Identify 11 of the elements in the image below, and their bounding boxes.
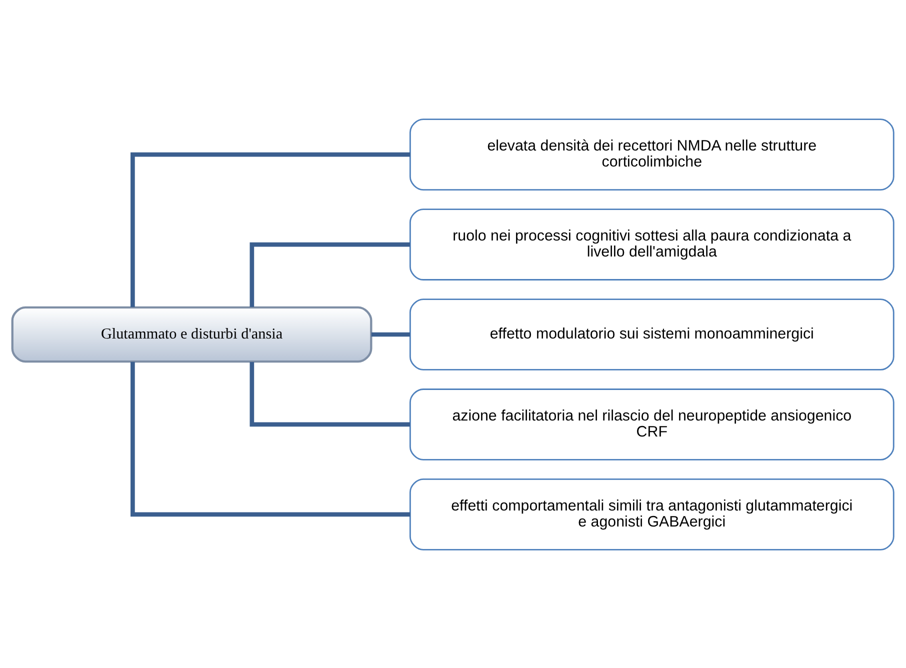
node-box: effetto modulatorio sui sistemi monoamminergici	[409, 298, 894, 370]
node-box: Glutammato e disturbi d'ansia	[11, 306, 372, 362]
connector	[130, 361, 410, 516]
connector	[130, 152, 410, 307]
connector	[250, 361, 410, 426]
node-box: effetti comportamentali simili tra antagonisti glutammatergici e agonisti GABAergici	[409, 478, 894, 550]
node-box: ruolo nei processi cognitivi sottesi alla paura condizionata a livello dell'amigdala	[409, 208, 894, 280]
node-box: azione facilitatoria nel rilascio del neuropeptide ansiogenico CRF	[409, 388, 894, 460]
connector	[371, 332, 410, 336]
connector	[250, 242, 410, 307]
node-box: elevata densità dei recettori NMDA nelle strutture corticolimbiche	[409, 118, 894, 190]
